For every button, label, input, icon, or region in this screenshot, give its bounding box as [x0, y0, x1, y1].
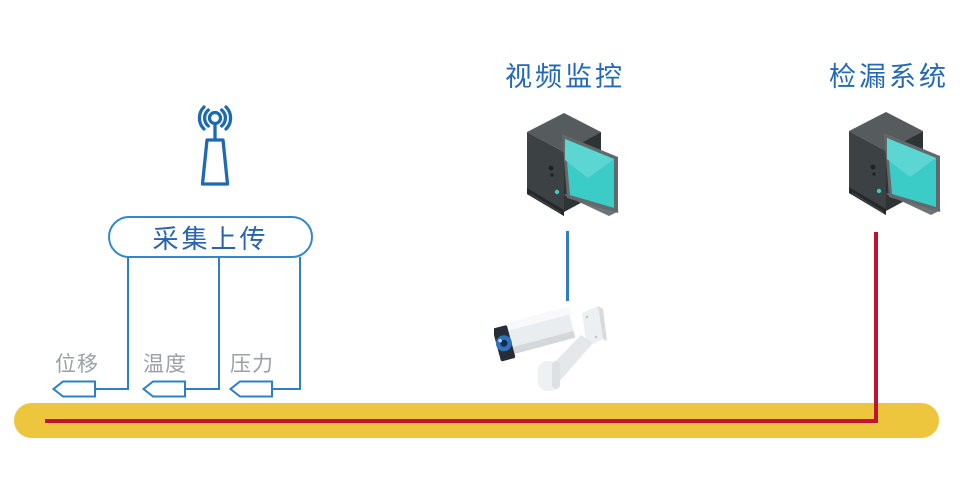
- desktop-computer-icon: [523, 104, 621, 219]
- connector-line: [299, 257, 301, 390]
- leak-detection-title: 检漏系统: [829, 62, 949, 92]
- sensor-label-temperature: 温度: [143, 353, 187, 376]
- video-monitoring-title: 视频监控: [505, 62, 625, 92]
- connector-line: [185, 388, 220, 390]
- desktop-computer-icon: [845, 103, 943, 218]
- collect-upload-box: 采集上传: [108, 216, 313, 258]
- video-connector-line: [566, 231, 569, 301]
- cctv-camera-icon: [494, 301, 614, 393]
- sensor-label-displacement: 位移: [55, 353, 99, 376]
- collect-upload-label: 采集上传: [152, 223, 269, 254]
- connector-line: [94, 388, 129, 390]
- connector-line: [127, 257, 129, 390]
- sensing-cable-horizontal: [45, 419, 878, 423]
- sensor-label-pressure: 压力: [230, 353, 274, 376]
- sensing-cable-vertical: [874, 232, 878, 423]
- sensor-tag-icon: [229, 380, 273, 398]
- sensor-tag-icon: [142, 380, 186, 398]
- wireless-antenna-icon: [186, 103, 244, 191]
- sensor-tag-icon: [52, 380, 96, 398]
- connector-line: [272, 388, 301, 390]
- connector-line: [218, 257, 220, 390]
